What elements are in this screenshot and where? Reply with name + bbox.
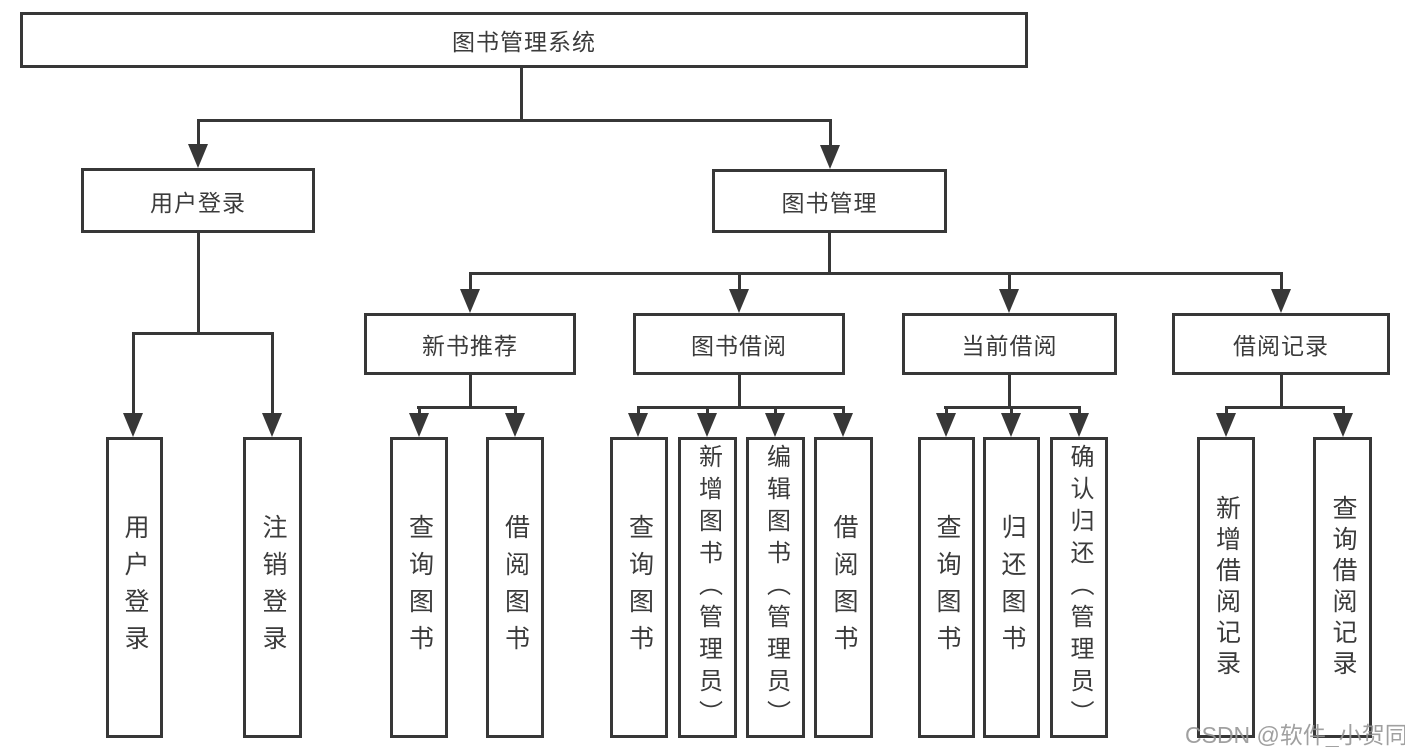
csdn-watermark: CSDN @软件_小贺同学: [1185, 722, 1405, 747]
leaf-logout: 注销登录: [243, 437, 302, 738]
arrow-down-icon: [765, 413, 785, 437]
connector-drop-leaf: [706, 406, 709, 416]
arrow-down-icon: [999, 289, 1019, 313]
connector-drop-user-login: [197, 119, 200, 149]
leaf-borrow-books-recommend: 借阅图书: [486, 437, 544, 738]
connector-branch-level2: [469, 272, 1283, 275]
leaf-add-books-admin-label: 新增图书（管理员）: [694, 443, 722, 732]
arrow-down-icon: [262, 413, 282, 437]
node-new-book-recommend-label: 新书推荐: [422, 333, 518, 359]
connector-drop-leaf: [1342, 406, 1345, 416]
leaf-query-borrow-record-label: 查询借阅记录: [1329, 494, 1357, 681]
node-new-book-recommend: 新书推荐: [364, 313, 576, 375]
arrow-down-icon: [729, 289, 749, 313]
connector-book-management-stub: [828, 230, 831, 275]
connector-drop-leaf: [1078, 406, 1081, 416]
leaf-edit-books-admin: 编辑图书（管理员）: [746, 437, 805, 738]
connector-branch-borrow-records: [1225, 406, 1345, 409]
leaf-logout-label: 注销登录: [259, 513, 287, 662]
connector-drop-book-borrow: [738, 272, 741, 294]
arrow-down-icon: [628, 413, 648, 437]
leaf-query-books-current: 查询图书: [918, 437, 975, 738]
connector-drop-leaf: [637, 406, 640, 416]
arrow-down-icon: [123, 413, 143, 437]
leaf-return-books: 归还图书: [983, 437, 1040, 738]
node-book-management: 图书管理: [712, 169, 947, 233]
node-book-borrow-label: 图书借阅: [691, 333, 787, 359]
connector-drop-leaf: [842, 406, 845, 416]
leaf-borrow-books-recommend-label: 借阅图书: [501, 513, 530, 662]
connector-drop-leaf-login: [132, 332, 135, 416]
leaf-add-books-admin: 新增图书（管理员）: [678, 437, 737, 738]
connector-borrow-records-stub: [1280, 373, 1283, 409]
connector-book-borrow-stub: [738, 373, 741, 409]
connector-branch-book-borrow: [637, 406, 845, 409]
connector-drop-borrow-records: [1280, 272, 1283, 294]
leaf-edit-books-admin-label: 编辑图书（管理员）: [762, 443, 790, 732]
leaf-borrow-books: 借阅图书: [814, 437, 873, 738]
node-system-root: 图书管理系统: [20, 12, 1028, 68]
arrow-down-icon: [505, 413, 525, 437]
connector-drop-leaf: [418, 406, 421, 416]
connector-drop-leaf: [514, 406, 517, 416]
node-borrow-records-label: 借阅记录: [1233, 333, 1329, 359]
leaf-query-books-recommend-label: 查询图书: [405, 513, 434, 662]
leaf-query-books-borrow-label: 查询图书: [625, 513, 654, 662]
leaf-user-login-label: 用户登录: [121, 513, 149, 662]
leaf-query-books-current-label: 查询图书: [933, 513, 961, 662]
arrow-down-icon: [460, 289, 480, 313]
arrow-down-icon: [833, 413, 853, 437]
connector-drop-current-borrow: [1008, 272, 1011, 294]
node-current-borrow-label: 当前借阅: [961, 333, 1058, 359]
connector-branch-level1: [197, 119, 832, 122]
node-user-login: 用户登录: [81, 168, 315, 233]
connector-drop-leaf-logout: [271, 332, 274, 416]
leaf-query-books-borrow: 查询图书: [610, 437, 668, 738]
connector-new-book-stub: [469, 373, 472, 409]
connector-drop-book-management: [829, 119, 832, 149]
arrow-down-icon: [409, 413, 429, 437]
leaf-borrow-books-label: 借阅图书: [830, 513, 858, 662]
arrow-down-icon: [1216, 413, 1236, 437]
connector-current-borrow-stub: [1008, 373, 1011, 409]
arrow-down-icon: [1271, 289, 1291, 313]
arrow-down-icon: [1001, 413, 1021, 437]
connector-drop-leaf: [1010, 406, 1013, 416]
arrow-down-icon: [820, 145, 840, 169]
leaf-confirm-return-admin-label: 确认归还（管理员）: [1066, 443, 1093, 732]
connector-user-login-stub: [197, 230, 200, 335]
arrow-down-icon: [697, 413, 717, 437]
node-borrow-records: 借阅记录: [1172, 313, 1390, 375]
node-user-login-label: 用户登录: [150, 189, 246, 216]
node-book-management-label: 图书管理: [781, 190, 878, 216]
node-book-borrow: 图书借阅: [633, 313, 845, 375]
arrow-down-icon: [188, 144, 208, 168]
connector-branch-user-login: [132, 332, 274, 335]
leaf-query-books-recommend: 查询图书: [390, 437, 448, 738]
leaf-add-borrow-record: 新增借阅记录: [1197, 437, 1255, 738]
arrow-down-icon: [1333, 413, 1353, 437]
connector-drop-new-book: [469, 272, 472, 294]
leaf-query-borrow-record: 查询借阅记录: [1313, 437, 1372, 738]
arrow-down-icon: [936, 413, 956, 437]
leaf-return-books-label: 归还图书: [998, 513, 1026, 662]
leaf-add-borrow-record-label: 新增借阅记录: [1212, 494, 1241, 681]
arrow-down-icon: [1069, 413, 1089, 437]
node-current-borrow: 当前借阅: [902, 313, 1117, 375]
connector-drop-leaf: [774, 406, 777, 416]
connector-root-stub: [520, 66, 523, 120]
connector-branch-new-book: [417, 406, 517, 409]
connector-drop-leaf: [1225, 406, 1228, 416]
leaf-user-login: 用户登录: [106, 437, 163, 738]
leaf-confirm-return-admin: 确认归还（管理员）: [1050, 437, 1108, 738]
node-system-root-label: 图书管理系统: [452, 29, 596, 55]
connector-drop-leaf: [945, 406, 948, 416]
